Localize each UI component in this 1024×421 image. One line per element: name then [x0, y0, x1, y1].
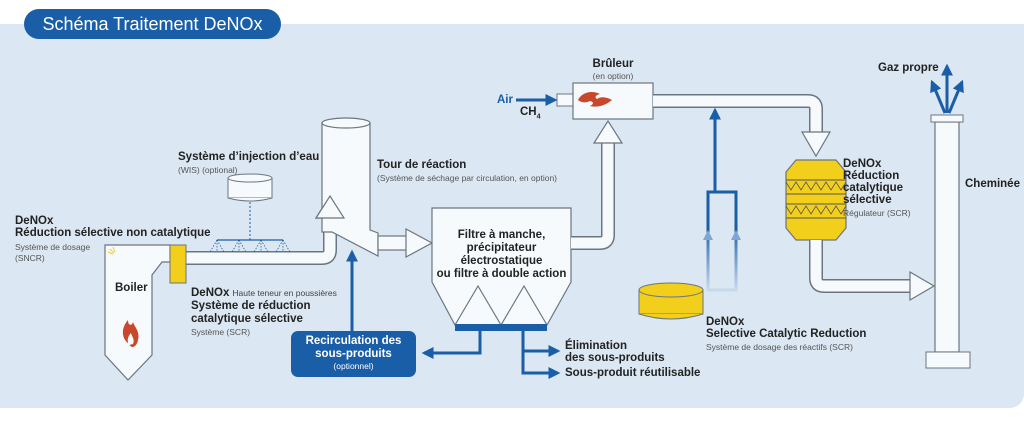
burner-sub: (en option) [592, 71, 634, 81]
byproduct-flows [421, 331, 561, 379]
ch4-label: CH4 [520, 106, 541, 121]
scr-reg-title1: Réduction [843, 170, 900, 182]
pipe-scr-to-chimney [809, 240, 936, 302]
scr-reg-heading: DeNOx [843, 158, 882, 170]
filter-unit [431, 207, 572, 331]
boiler [104, 244, 171, 381]
wis-title: Système d’injection d’eau [178, 151, 320, 163]
sncr-sub2: (SNCR) [15, 253, 45, 263]
scr-hd-note: Haute teneur en poussières [232, 288, 337, 298]
recirc-line3: (optionnel) [333, 361, 374, 371]
air-label: Air [497, 94, 513, 106]
pipe-filter-to-burner [571, 119, 624, 250]
scr-dosing-lines [703, 107, 741, 292]
scr-yellow-module [169, 244, 187, 284]
sncr-spray-icon [107, 246, 116, 255]
recirc-line2: sous-produits [315, 348, 392, 360]
scr-hd-title2: catalytique sélective [191, 313, 303, 325]
chimney [925, 63, 971, 369]
scr-hd-heading: DeNOx [191, 287, 230, 299]
chimney-label: Cheminée [965, 178, 1020, 190]
filter-line2: précipitateur [466, 242, 537, 254]
scr-dosing-heading: DeNOx [706, 316, 745, 328]
scr-hd-sub: Système (SCR) [191, 327, 251, 337]
clean-gas-arrows-icon [930, 63, 964, 114]
scr-dosing-sub: Système de dosage des réactifs (SCR) [706, 342, 853, 352]
elimination-line2: des sous-produits [565, 352, 665, 364]
burner-flame-icon [578, 92, 612, 107]
wis-sub: (WIS) (optional) [178, 165, 238, 175]
filter-line3: électrostatique [460, 255, 543, 267]
recirculation-box: Recirculation des sous-produits (optionn… [291, 331, 416, 377]
sncr-heading: DeNOx [15, 215, 54, 227]
recirc-line1: Recirculation des [305, 335, 402, 347]
tower-sub: (Système de séchage par circulation, en … [377, 173, 558, 183]
wis-tank [209, 173, 291, 253]
page-title: Schéma Traitement DeNOx [24, 9, 281, 39]
boiler-label: Boiler [115, 282, 148, 294]
scr-reagent-tank [638, 282, 704, 320]
reaction-tower [314, 117, 379, 257]
scr-catalyst-reactor [785, 159, 847, 241]
tower-title: Tour de réaction [377, 159, 467, 171]
pipe-burner-to-scr [653, 94, 832, 158]
scr-hd-title1: Système de réduction [191, 300, 311, 312]
elimination-line1: Élimination [565, 340, 627, 352]
spray-nozzles-icon [209, 239, 291, 253]
scr-reg-title3: sélective [843, 194, 892, 206]
scr-reg-title2: catalytique [843, 182, 904, 194]
scr-reg-sub: Régulateur (SCR) [843, 208, 911, 218]
sncr-sub1: Système de dosage [15, 242, 91, 252]
arrow-right-hollow-icon [405, 227, 434, 259]
sncr-title: Réduction sélective non catalytique [15, 227, 211, 239]
burner-title: Brûleur [592, 58, 634, 70]
filter-line4: ou filtre à double action [436, 268, 567, 280]
scr-dosing-title: Selective Catalytic Reduction [706, 328, 867, 340]
pipe-tower-to-filter [377, 227, 434, 259]
clean-gas-label: Gaz propre [878, 62, 939, 74]
reusable-byproduct: Sous-produit réutilisable [565, 367, 701, 379]
filter-line1: Filtre à manche, [457, 229, 546, 241]
